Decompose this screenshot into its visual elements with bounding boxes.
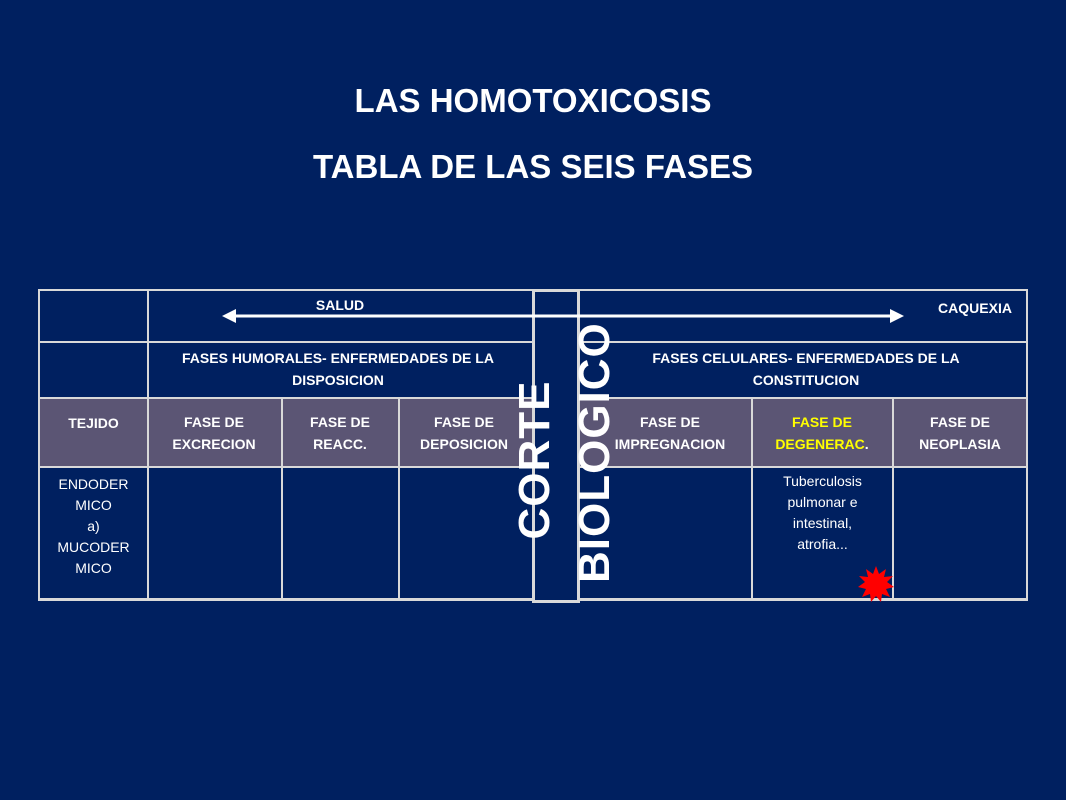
table-col-divider bbox=[751, 397, 753, 601]
table-col-divider bbox=[147, 289, 149, 601]
corte-vertical-text: CORTE bbox=[510, 380, 559, 540]
header-fase-excrecion: FASE DE EXCRECION bbox=[172, 414, 256, 452]
corte-biologico-column bbox=[532, 289, 580, 603]
slide-title: LAS HOMOTOXICOSIS bbox=[354, 82, 712, 119]
fases-celulares-label: FASES CELULARES- ENFERMEDADES DE LA CONS… bbox=[652, 350, 960, 388]
slide-subtitle: TABLA DE LAS SEIS FASES bbox=[312, 148, 754, 185]
row-tejido-endodermico: ENDODER MICO a) MUCODER MICO bbox=[57, 475, 130, 576]
row-degenerac-tuberculosis: Tuberculosis pulmonar e intestinal, atro… bbox=[783, 473, 862, 552]
table-col-divider bbox=[398, 397, 400, 601]
table-border-right bbox=[1026, 289, 1028, 601]
header-fase-impregnacion: FASE DE IMPREGNACION bbox=[614, 414, 726, 452]
header-fase-deposicion: FASE DE DEPOSICION bbox=[420, 414, 508, 452]
header-fase-neoplasia: FASE DE NEOPLASIA bbox=[919, 414, 1001, 452]
table-col-divider bbox=[281, 397, 283, 601]
red-burst-icon bbox=[858, 566, 894, 602]
degenerac-highlight: FASE DE DEGENERAC bbox=[775, 414, 865, 452]
header-tejido: TEJIDO bbox=[68, 415, 119, 431]
header-fase-degenerac: FASE DE DEGENERAC. bbox=[758, 410, 886, 456]
biologico-vertical-text: BIOLOGICO bbox=[570, 322, 619, 583]
header-band-right bbox=[580, 398, 1028, 467]
header-fase-reacc: FASE DE REACC. bbox=[310, 414, 370, 452]
header-band-left bbox=[39, 398, 532, 467]
table-border-left bbox=[38, 289, 40, 601]
salud-label: SALUD bbox=[315, 297, 365, 313]
fases-humorales-label: FASES HUMORALES- ENFERMEDADES DE LA DISP… bbox=[182, 350, 494, 388]
caquexia-label: CAQUEXIA bbox=[938, 300, 1012, 316]
degenerac-suffix: . bbox=[864, 436, 869, 452]
table-col-divider bbox=[892, 397, 894, 601]
